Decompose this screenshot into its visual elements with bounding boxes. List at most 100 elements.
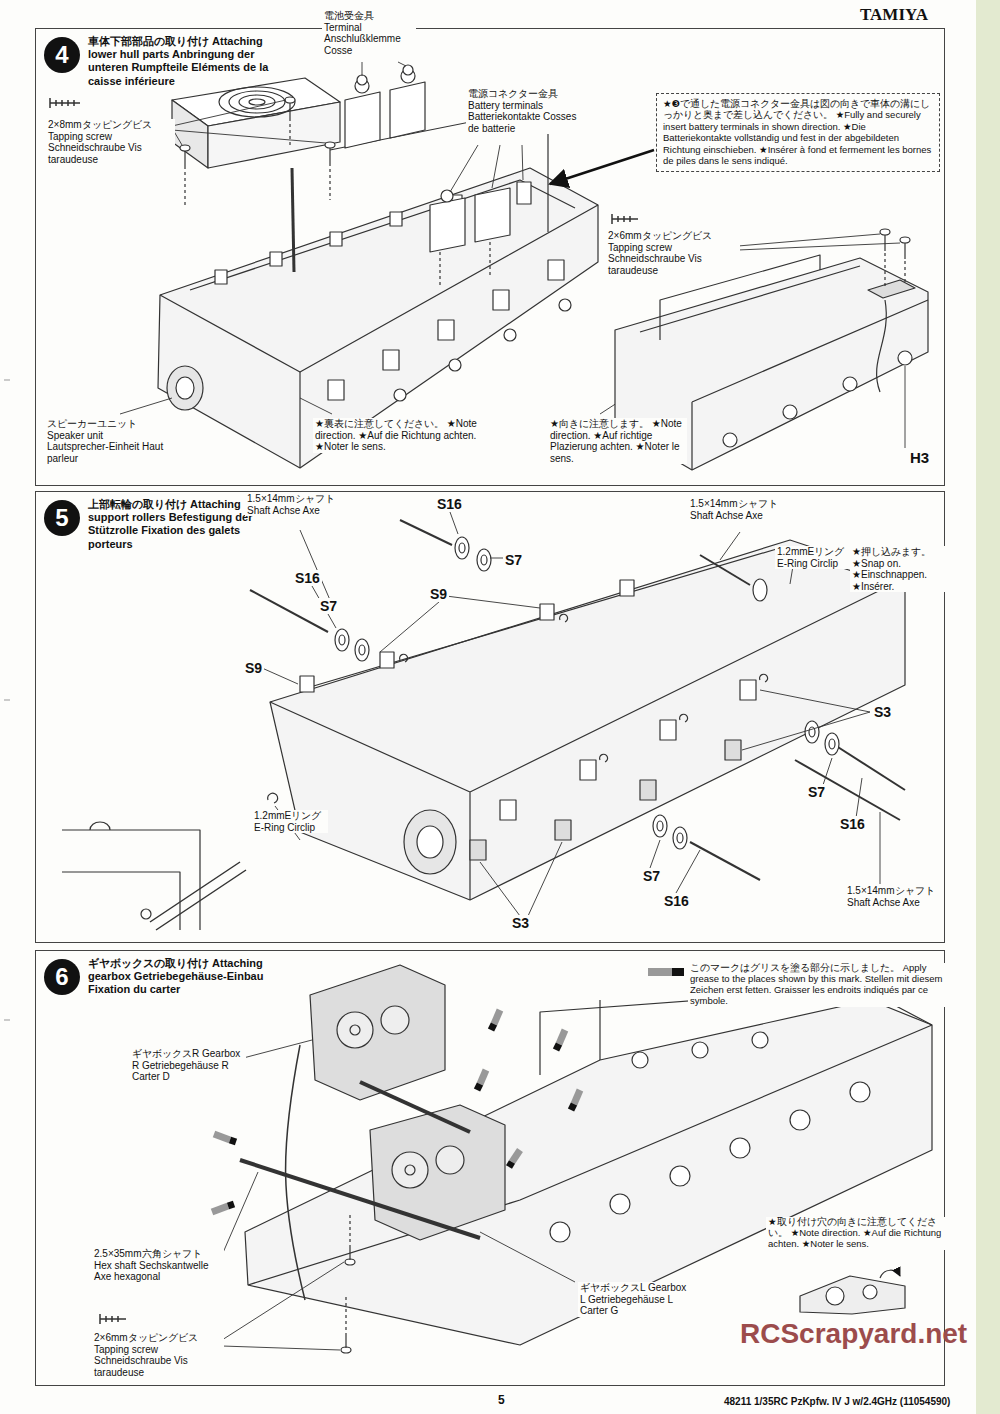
lower-hull-drawing	[504, 329, 516, 341]
watermark: RCScrapyard.net	[738, 1318, 969, 1350]
battery-terminal-drawing	[345, 92, 380, 148]
inset-drawing	[150, 862, 246, 930]
part-number: S16	[435, 496, 464, 512]
inset-drawing	[62, 822, 246, 930]
tapping-screw-drawing	[289, 103, 290, 121]
part-number: S3	[872, 704, 893, 720]
support-roller-drawing	[830, 742, 905, 790]
leader-line	[222, 1040, 575, 1350]
tapping-screw-drawing	[349, 1245, 350, 1260]
callout-text: 2.5×35mm六角シャフト Hex shaft Sechskantwelle …	[92, 1248, 224, 1283]
callout-text: 電源コネクター金具 Battery terminals Batteriekont…	[466, 88, 588, 134]
hull-drawing	[470, 840, 486, 860]
support-roller-drawing	[753, 579, 767, 601]
hull-drawing	[790, 1110, 810, 1130]
grease-mark	[477, 1084, 480, 1090]
leader-line	[480, 840, 700, 916]
tapping-screw-drawing	[172, 100, 326, 145]
gearbox-drawing	[392, 1152, 428, 1188]
part-number: H3	[908, 449, 931, 466]
hull-drawing	[752, 1032, 768, 1048]
hull-drawing	[550, 1222, 570, 1242]
note-text: ★向きに注意します。 ★Note direction. ★Auf richtig…	[548, 418, 687, 464]
grease-mark	[228, 1204, 234, 1206]
callout-text: 1.2mmEリング E-Ring Circlip	[252, 810, 328, 833]
leader-line	[222, 1172, 258, 1255]
inset-hull-drawing	[783, 405, 797, 419]
support-roller-drawing	[673, 827, 687, 849]
hull-drawing	[300, 676, 314, 692]
callout-text: ギヤボックスR Gearbox R Getriebegehäuse R Cart…	[130, 1048, 246, 1083]
inset-drawing	[800, 1276, 905, 1314]
callout-text: 1.5×14mmシャフト Shaft Achse Axe	[688, 498, 792, 521]
tapping-screw-drawing	[180, 145, 190, 151]
grease-mark	[571, 1104, 574, 1110]
inset-hull-drawing	[905, 366, 906, 448]
scan-edge	[4, 380, 10, 1020]
grease-mark	[214, 1134, 230, 1140]
inset-hull-drawing	[738, 234, 900, 250]
grease-mark	[559, 1030, 565, 1044]
callout-text: 電池受金具 Terminal Anschlußklemme Cosse	[322, 10, 416, 56]
grease-mark	[509, 1162, 512, 1167]
hull-drawing	[300, 548, 880, 690]
inset-hull-drawing	[904, 243, 905, 259]
gearbox-drawing	[310, 965, 445, 1100]
leader-line	[312, 512, 510, 628]
step-number: 6	[44, 959, 80, 995]
gearbox-drawing	[337, 1012, 373, 1048]
hull-drawing	[540, 604, 554, 620]
support-roller-drawing	[335, 629, 349, 651]
inset-hull-drawing	[868, 280, 915, 298]
inset-hull-drawing	[877, 300, 887, 392]
tapping-screw-drawing	[100, 1314, 126, 1324]
callout-text: 1.2mmEリング E-Ring Circlip	[775, 546, 851, 569]
inset-hull-drawing	[898, 351, 912, 365]
part-number: S3	[510, 915, 531, 931]
part-number: S7	[318, 598, 339, 614]
hull-drawing	[599, 1000, 600, 1060]
support-roller-drawing	[339, 635, 345, 645]
e-ring-drawing	[268, 793, 278, 803]
part-number: S9	[428, 586, 449, 602]
inset-drawing	[826, 1287, 844, 1305]
leader-line	[720, 532, 740, 560]
callout-text: スピーカーユニット Speaker unit Lautsprecher-Einh…	[45, 418, 169, 464]
leader-line	[450, 145, 523, 192]
lower-hull-drawing	[270, 252, 282, 266]
support-roller-drawing	[359, 645, 365, 655]
support-roller-drawing	[400, 520, 452, 545]
tapping-screw-drawing	[346, 1215, 350, 1330]
inset-hull-drawing	[723, 433, 737, 447]
speaker-unit-drawing	[292, 168, 294, 272]
hull-drawing	[500, 800, 516, 820]
support-roller-drawing	[657, 821, 663, 831]
lower-hull-drawing	[383, 350, 399, 370]
speaker-unit-drawing	[249, 99, 265, 105]
gearbox-drawing	[436, 1146, 464, 1174]
tapping-screw-drawing	[325, 142, 335, 148]
gearbox-drawing	[405, 1165, 415, 1175]
inset-drawing	[863, 1285, 877, 1299]
hull-drawing	[730, 1138, 750, 1158]
callout-text: 2×6mmタッピングビス Tapping screw Schneidschrau…	[606, 230, 740, 276]
tapping-screw-drawing	[185, 124, 330, 205]
leader-line	[262, 512, 880, 916]
step-number: 5	[44, 500, 80, 536]
step-number-text: 6	[55, 965, 68, 989]
hull-drawing	[632, 1052, 648, 1068]
lower-hull-drawing	[215, 270, 227, 284]
battery-terminal-drawing	[430, 198, 465, 252]
leader-line	[120, 62, 654, 414]
support-roller-drawing	[250, 520, 905, 880]
gearbox-drawing	[350, 1025, 360, 1035]
leader-line	[362, 62, 406, 76]
hull-drawing	[270, 540, 905, 900]
note-text: ★裏表に注意してください。 ★Note direction. ★Auf die …	[313, 418, 482, 453]
tapping-screw-drawing	[329, 148, 330, 166]
brand-name: TAMIYA	[858, 5, 930, 25]
lower-hull-drawing	[176, 377, 194, 399]
support-roller-drawing	[700, 555, 750, 585]
grease-mark	[212, 1206, 228, 1212]
lower-hull-drawing	[328, 380, 344, 400]
